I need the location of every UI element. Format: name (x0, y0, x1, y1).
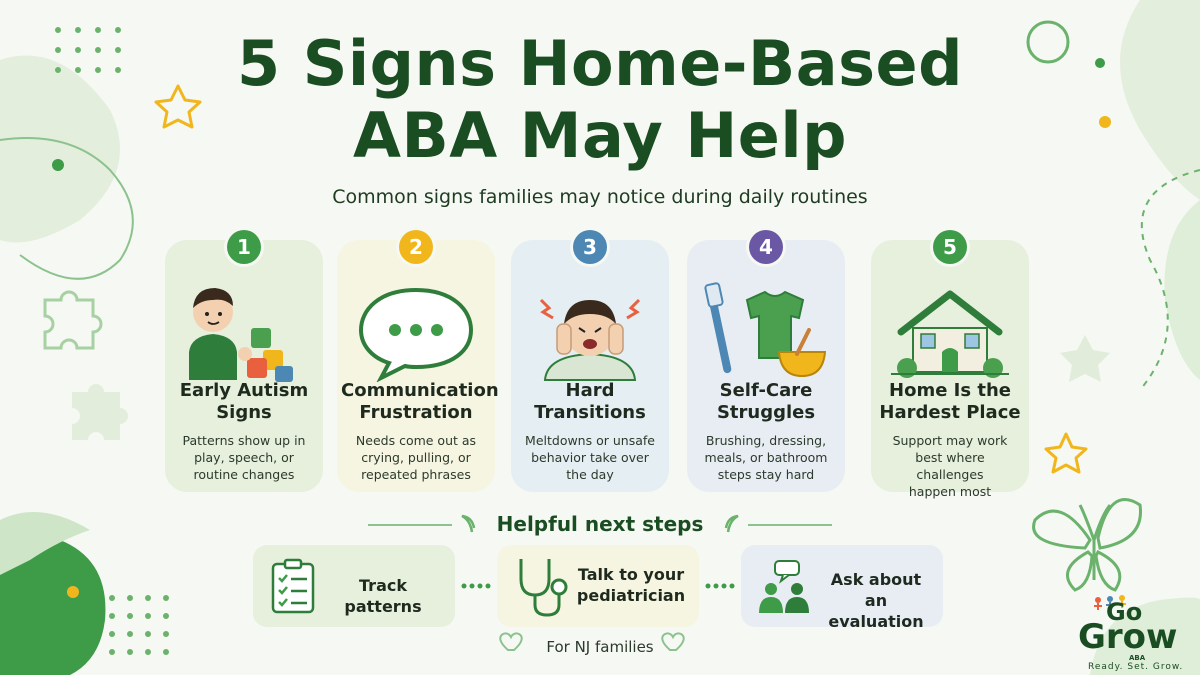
sign-card-2: 2 Communication Frustration Needs come o… (337, 230, 499, 492)
card-title: Communication Frustration (341, 380, 499, 423)
card-number-badge: 2 (399, 230, 433, 264)
heart-icon (499, 632, 523, 651)
card-description: Support may work best where challenges h… (892, 433, 1008, 499)
dots-top-left (55, 27, 121, 73)
dots-connector (705, 583, 735, 589)
logo-go: Go (1106, 598, 1143, 626)
blob-right-mid (1164, 200, 1200, 380)
sign-card-5: 5 Home Is the Hardest Place Support may … (871, 230, 1029, 499)
speech-bubble-icon (358, 287, 474, 382)
step-talk-pediatrician: Talk to your pediatrician (497, 545, 699, 627)
heart-icon (661, 632, 685, 651)
card-description: Patterns show up in play, speech, or rou… (182, 433, 306, 482)
card-number-badge: 3 (573, 230, 607, 264)
sign-card-1: 1 Early Autism Signs Patterns show up in… (165, 230, 323, 492)
card-title: Hard Transitions (534, 380, 646, 423)
stethoscope-icon (519, 559, 568, 617)
people-chat-icon (759, 560, 809, 613)
clipboard-checklist-icon (271, 558, 315, 614)
upset-child-icon (539, 298, 641, 381)
toothbrush-shirt-bowl-icon (704, 282, 827, 378)
swirl-top-left (0, 137, 134, 280)
card-title: Self-Care Struggles (716, 380, 816, 423)
blob-top-left (0, 55, 120, 243)
title-line-1: 5 Signs Home-Based (237, 27, 963, 100)
signs-cards: 1 Early Autism Signs Patterns show up in… (165, 230, 1039, 499)
blob-bottom-left (0, 537, 106, 675)
dots-bottom-left (109, 595, 169, 655)
card-title: Early Autism Signs (179, 380, 309, 423)
sign-card-4: 4 Self-Care Struggles Brushing, dressing… (687, 230, 845, 492)
card-description: Needs come out as crying, pulling, or re… (355, 433, 477, 482)
blob-bottom-left-light (0, 512, 90, 575)
page-title: 5 Signs Home-Based ABA May Help (0, 28, 1200, 172)
blob-top-right (1120, 0, 1200, 200)
butterfly-icon (1032, 498, 1142, 592)
step-track-patterns: Track patterns (253, 545, 455, 627)
step-label: Ask about an evaluation (828, 570, 924, 631)
card-description: Brushing, dressing, meals, or bathroom s… (704, 433, 828, 482)
dots-connector (461, 583, 491, 589)
step-label: Talk to your pediatrician (576, 565, 686, 605)
house-icon (891, 290, 1009, 378)
card-description: Meltdowns or unsafe behavior take over t… (525, 433, 655, 482)
footer-text: For NJ families (546, 638, 654, 656)
logo-tagline: Ready. Set. Grow. (1088, 662, 1184, 672)
next-steps-heading: Helpful next steps (496, 512, 704, 536)
card-title: Home Is the Hardest Place (879, 380, 1021, 423)
puzzle-piece-icon (43, 290, 103, 350)
ring-top-right (1026, 20, 1070, 64)
title-line-2: ABA May Help (352, 99, 847, 172)
puzzle-piece-soft-icon (72, 384, 128, 440)
page-subtitle: Common signs families may notice during … (332, 186, 868, 208)
card-number-badge: 4 (749, 230, 783, 264)
logo-aba: ABA (1129, 654, 1146, 662)
dashed-curve-right (1139, 169, 1200, 391)
sign-card-3: 3 Hard Transitions Meltdowns or unsafe b… (511, 230, 669, 492)
star-icon (1044, 432, 1088, 474)
step-label: Track patterns (344, 576, 422, 616)
sprig-icon (461, 514, 739, 533)
blob-bottom-right (1090, 597, 1200, 675)
card-number-badge: 1 (227, 230, 261, 264)
logo-kids-icon (1094, 595, 1126, 610)
star-soft-icon (1060, 335, 1110, 382)
step-ask-evaluation: Ask about an evaluation (741, 545, 943, 631)
logo-grow: Grow (1078, 617, 1178, 657)
card-number-badge: 5 (933, 230, 967, 264)
child-blocks-icon (189, 288, 293, 382)
star-icon (154, 84, 202, 129)
